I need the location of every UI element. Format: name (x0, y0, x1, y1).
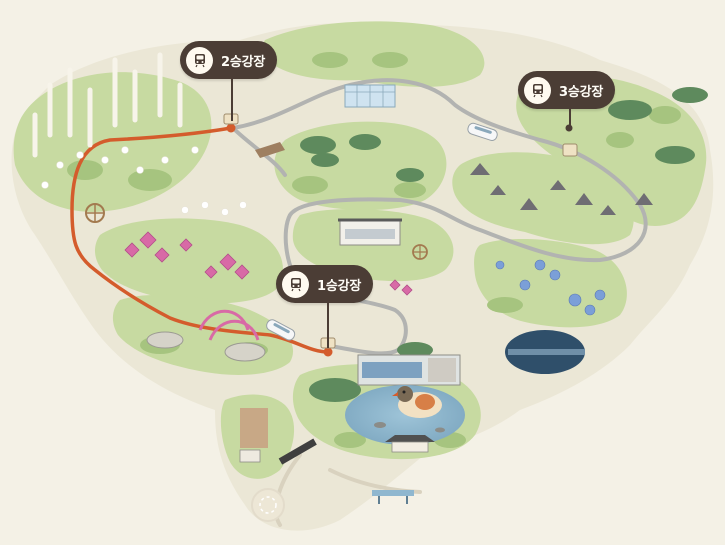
azalea-flowers (124, 231, 413, 296)
south-building (239, 408, 268, 463)
station-3-pin[interactable]: 3승강장 (518, 71, 616, 109)
tram-icon (186, 46, 213, 74)
tram-icon (282, 270, 309, 298)
pond-rocks (374, 422, 445, 433)
birch-trees (32, 52, 183, 158)
station-3-label: 3승강장 (559, 84, 604, 100)
grass-rock-garden (452, 152, 634, 245)
bench-shelter (372, 490, 414, 504)
tram-icon (524, 76, 551, 104)
mandarin-duck-icon (392, 386, 442, 418)
wooden-deck (255, 142, 285, 158)
tram-route-active (70, 126, 330, 354)
visitor-center (357, 354, 461, 386)
entrance-roundabout (251, 488, 285, 522)
bush-clusters (67, 52, 681, 448)
pine-trees (300, 87, 708, 402)
station-1-pin[interactable]: 1승강장 (276, 265, 374, 303)
station-2-label: 2승강장 (221, 54, 266, 70)
tram-vehicles (266, 122, 498, 341)
white-flowers (41, 146, 247, 216)
station-2-pin[interactable]: 2승강장 (180, 41, 278, 79)
pink-arch (198, 309, 260, 341)
grass-north (262, 21, 485, 87)
water-wheel-icon (85, 203, 105, 223)
station-1-label: 1승강장 (317, 278, 362, 294)
rock-garden-stones (470, 163, 653, 215)
central-hall (338, 218, 402, 246)
station-dots (226, 123, 573, 357)
station-2-stem (231, 79, 233, 121)
dark-pergola (278, 438, 317, 465)
station-3-stem (569, 109, 571, 128)
greenhouse (344, 84, 396, 108)
water-wheel-small-icon (412, 244, 428, 260)
traditional-pavilion (385, 435, 435, 453)
hydrangea-flowers (495, 259, 606, 316)
stone-circles (146, 331, 266, 362)
station-1-stem (327, 303, 329, 348)
